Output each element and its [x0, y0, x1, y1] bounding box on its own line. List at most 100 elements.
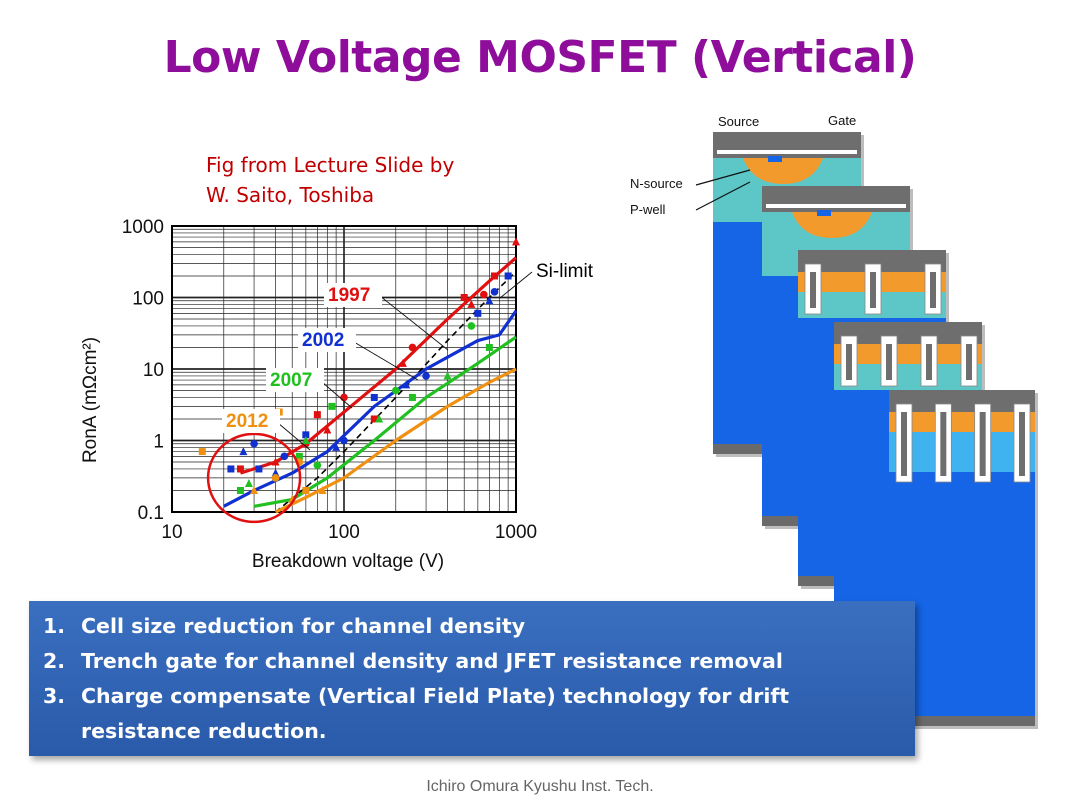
data-point-2002 — [485, 296, 494, 305]
highlight-circle — [206, 432, 302, 524]
data-point-2007 — [443, 371, 452, 380]
data-point-1997 — [491, 272, 499, 280]
source-metal — [713, 132, 861, 158]
pwell-pointer — [695, 181, 751, 211]
y-tick-label: 100 — [132, 289, 164, 310]
data-point-1997 — [370, 415, 378, 423]
y-axis-label: RonA (mΩcm²) — [80, 337, 101, 463]
data-point-1997 — [460, 294, 468, 301]
source-label: Source — [718, 114, 759, 129]
series-line-1997 — [239, 256, 518, 475]
annotation-bg — [222, 409, 280, 433]
x-tick-label: 100 — [328, 522, 360, 543]
trench-gate — [886, 344, 892, 380]
gate-label: Gate — [828, 113, 856, 128]
channel — [768, 156, 782, 162]
data-point-1997 — [323, 425, 332, 434]
data-point-2002 — [474, 309, 482, 317]
data-point-1997 — [512, 237, 520, 246]
data-point-2007 — [328, 402, 336, 410]
figure-credit-line1: Fig from Lecture Slide by — [206, 153, 455, 177]
source-metal — [762, 186, 910, 212]
n-source-region — [889, 412, 1035, 432]
trench-gate — [940, 412, 947, 476]
x-tick-label: 10 — [161, 522, 182, 543]
nsource-pointer — [695, 169, 751, 186]
data-point-2002 — [340, 436, 348, 445]
data-point-2002 — [280, 452, 289, 461]
trench-gate — [1019, 412, 1025, 476]
chart-grid — [171, 225, 517, 513]
trench-gate — [810, 272, 816, 308]
data-point-2007 — [408, 393, 416, 401]
annotation-bg — [324, 283, 382, 307]
slide-title: Low Voltage MOSFET (Vertical) — [163, 32, 917, 83]
n-source-region — [834, 344, 982, 364]
trench-gate — [846, 344, 852, 380]
source-metal — [889, 390, 1035, 412]
pwell-label: P-well — [630, 202, 666, 217]
annotation-2012: 2012 — [226, 411, 268, 432]
data-point-1997 — [271, 457, 280, 466]
trench-gate — [966, 344, 972, 380]
data-point-2007 — [391, 386, 400, 395]
data-point-2002 — [402, 380, 411, 389]
data-point-2002 — [422, 372, 430, 380]
data-point-2002 — [490, 288, 499, 296]
data-point-2007 — [313, 461, 322, 470]
key-point: 2.Trench gate for channel density and JF… — [43, 649, 783, 673]
annotation-leader — [277, 422, 311, 451]
data-point-1997 — [398, 358, 407, 367]
data-point-2002 — [271, 468, 280, 477]
p-body-region — [834, 364, 982, 390]
series-line-2007 — [253, 335, 517, 508]
series-line-2012 — [274, 367, 517, 514]
figure-credit: Fig from Lecture Slide by W. Saito, Tosh… — [206, 150, 454, 210]
data-point-2002 — [332, 442, 341, 451]
y-tick-label: 1000 — [122, 217, 164, 238]
data-point-2007 — [236, 486, 244, 494]
data-point-1997 — [480, 290, 488, 299]
annotation-1997: 1997 — [328, 285, 370, 306]
data-point-2007 — [375, 414, 384, 423]
annotation-bg — [298, 328, 356, 352]
trench-gate — [870, 272, 876, 308]
data-point-2007 — [301, 436, 310, 444]
data-point-1997 — [408, 343, 417, 352]
data-point-2007 — [244, 479, 253, 488]
key-point: 3.Charge compensate (Vertical Field Plat… — [43, 684, 790, 743]
gate-oxide — [717, 150, 857, 154]
nsource-label: N-source — [630, 176, 683, 191]
data-point-2002 — [302, 431, 310, 439]
annotation-leader — [321, 381, 353, 409]
trench-gate — [926, 344, 932, 380]
data-point-2002 — [250, 439, 258, 448]
trench-gate — [979, 412, 986, 476]
channel — [817, 210, 831, 216]
annotation-bg — [266, 368, 324, 392]
data-point-2007 — [485, 343, 493, 351]
figure-credit-line2: W. Saito, Toshiba — [206, 183, 375, 207]
drain-metal — [889, 716, 1035, 726]
source-metal — [798, 250, 946, 272]
n-source-region — [743, 158, 823, 184]
data-point-1997 — [313, 411, 321, 419]
data-point-2007 — [295, 452, 303, 460]
data-point-2002 — [227, 465, 235, 473]
key-points-box: 1.Cell size reduction for channel densit… — [29, 601, 915, 756]
y-tick-label: 0.1 — [138, 503, 164, 524]
data-point-2012 — [318, 485, 327, 494]
p-body-region — [889, 432, 1035, 472]
data-point-2012 — [302, 486, 310, 494]
annotation-2007: 2007 — [270, 370, 312, 391]
annotation-2002: 2002 — [302, 330, 344, 351]
series-points — [198, 237, 520, 503]
series-line-2002 — [223, 309, 518, 508]
annotation-leader — [499, 271, 533, 299]
x-tick-label: 1000 — [495, 522, 537, 543]
y-tick-label: 1 — [153, 432, 164, 453]
data-point-2012 — [250, 485, 259, 494]
trench-gate — [930, 272, 936, 308]
